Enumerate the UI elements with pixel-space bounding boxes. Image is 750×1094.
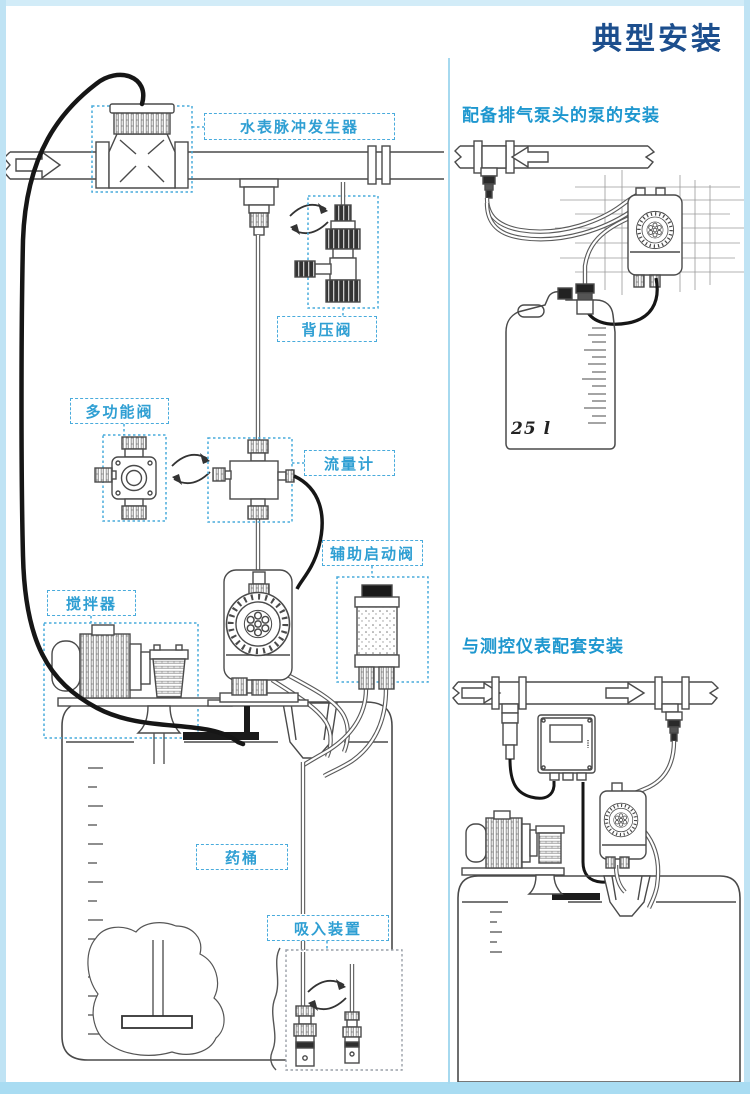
suction-lance-b [342, 964, 362, 1064]
page-border-right [744, 0, 750, 1094]
page-border-top [0, 0, 750, 6]
controller-box-drawing [537, 714, 596, 781]
swap-arrows-icon [289, 202, 329, 236]
injection-valve-drawing [239, 178, 279, 236]
label-auxiliary-start-valve: 辅助启动阀 [322, 540, 423, 566]
swap-arrows-icon [171, 452, 211, 486]
pulse-signal-cable [19, 72, 246, 747]
dosing-pump-drawing [207, 569, 309, 707]
suction-device-drawing [270, 947, 403, 1071]
page-border-bottom [0, 1082, 750, 1094]
suction-lance-a [293, 1005, 317, 1067]
column-divider [448, 58, 450, 1084]
label-connectors [90, 126, 373, 950]
water-meter-drawing [91, 103, 193, 193]
instrument-agitator-drawing [461, 810, 565, 895]
instrument-tank-drawing [457, 875, 741, 1083]
sensor-probe-drawing [501, 703, 519, 760]
injection-valve-drawing [661, 703, 683, 742]
label-flow-meter: 流量计 [304, 450, 395, 476]
flow-direction-arrow-icon [510, 145, 549, 169]
main-pipe [3, 145, 444, 185]
label-water-meter-pulse-generator: 水表脉冲发生器 [204, 113, 395, 140]
label-suction-device: 吸入装置 [267, 915, 389, 941]
flow-direction-arrow-icon [605, 681, 646, 705]
flow-meter-drawing [207, 437, 295, 523]
label-agitator: 搅拌器 [47, 590, 136, 616]
back-pressure-valve-drawing [294, 182, 379, 309]
tank-capacity-label: 25 l [511, 419, 552, 439]
label-chemical-tank: 药桶 [196, 844, 288, 870]
degassing-pipe [454, 140, 656, 199]
label-back-pressure-valve: 背压阀 [277, 316, 377, 342]
page-border-left [0, 0, 6, 1094]
label-multifunction-valve: 多功能阀 [70, 398, 169, 424]
aux-start-valve-drawing [336, 576, 429, 690]
degassing-pump-drawing [627, 187, 683, 288]
page-title: 典型安装 [592, 22, 724, 57]
instrument-pipe [452, 676, 720, 710]
multifunction-valve-drawing [94, 434, 167, 522]
jerry-can-drawing [505, 283, 616, 450]
instrument-pump-drawing [599, 782, 647, 869]
degassing-section-heading: 配备排气泵头的泵的安装 [462, 106, 660, 126]
instrument-section-heading: 与测控仪表配套安装 [462, 637, 624, 657]
